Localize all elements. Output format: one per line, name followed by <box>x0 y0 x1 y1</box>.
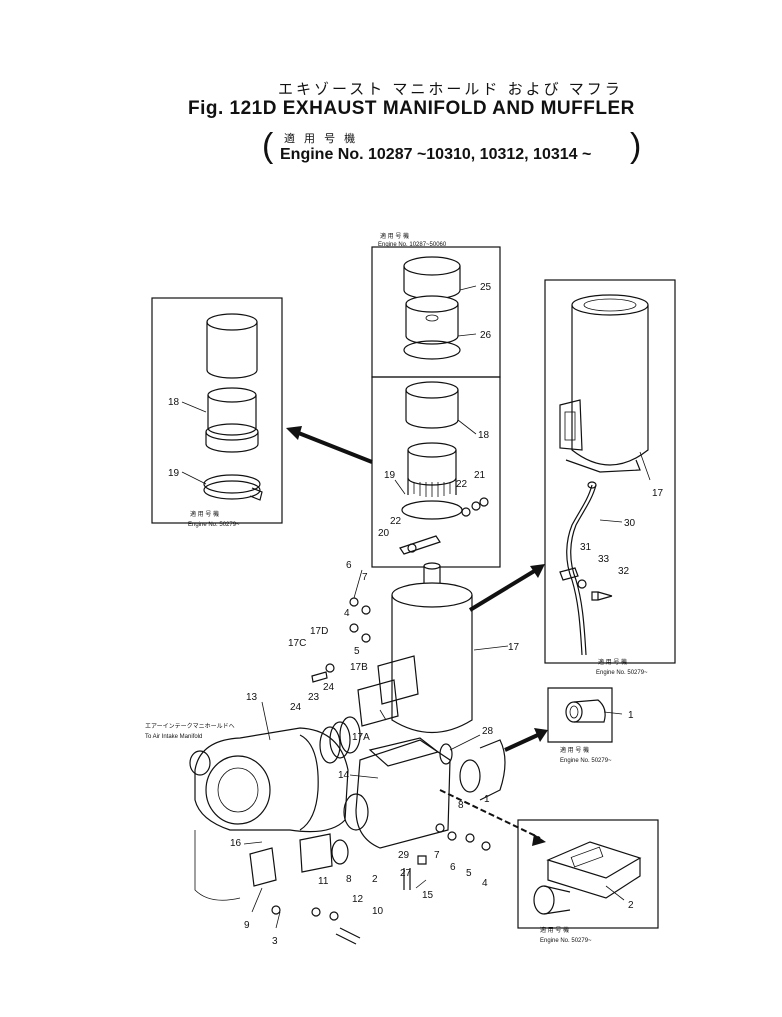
callout-3: 3 <box>272 936 278 947</box>
callout-16: 16 <box>230 838 242 849</box>
callout-29: 29 <box>398 850 410 861</box>
air-intake-note-en: To Air Intake Manifold <box>145 734 202 740</box>
callout-15: 15 <box>422 890 434 901</box>
inset-note-en: Engine No. 50279~ <box>540 938 592 944</box>
callout-14: 14 <box>338 770 350 781</box>
callout-17D: 17D <box>310 626 328 637</box>
inset-right: 適 用 号 機 Engine No. 50279~ <box>544 279 676 676</box>
exhaust-elbow <box>343 737 506 849</box>
inset-manifold: 適 用 号 機 Engine No. 50279~ <box>517 819 659 944</box>
callout-17B: 17B <box>350 662 368 673</box>
callout-17C: 17C <box>288 638 306 649</box>
inset-elbow: 適 用 号 機 Engine No. 50279~ <box>547 687 623 764</box>
callout-11: 11 <box>318 876 329 887</box>
paren-left: ( <box>262 127 274 165</box>
callout-31: 31 <box>580 542 592 553</box>
inset-note-en: Engine No. 50279~ <box>560 758 612 764</box>
inset-note-jp: 適 用 号 機 <box>380 232 409 240</box>
callout-1: 1 <box>628 710 634 721</box>
callout-12: 12 <box>352 894 364 905</box>
callout-17A: 17A <box>352 732 370 743</box>
callout-32: 32 <box>618 566 630 577</box>
callout-26: 26 <box>480 330 492 341</box>
paren-right: ) <box>630 127 642 165</box>
bolts-and-nuts <box>271 597 491 945</box>
callout-25: 25 <box>480 282 492 293</box>
callout-7: 7 <box>434 850 440 861</box>
callout-13: 13 <box>246 692 258 703</box>
callout-9: 9 <box>244 920 250 931</box>
japanese-title: エキゾースト マニホールド および マフラ <box>278 81 623 98</box>
callout-21: 21 <box>474 470 486 481</box>
leader-lines <box>243 569 509 929</box>
inset-note-en: Engine No. 50279~ <box>596 670 648 676</box>
callout-5: 5 <box>466 868 472 879</box>
arrow-to-right-inset <box>468 564 545 612</box>
main-muffler <box>391 562 473 734</box>
engine-serial-range: Engine No. 10287 ~10310, 10312, 10314 ~ <box>280 146 592 163</box>
inset-note-en: Engine No. 50279~ <box>188 522 240 528</box>
callout-5: 5 <box>354 646 360 657</box>
callout-8: 8 <box>458 800 464 811</box>
inset-note-jp: 適 用 号 機 <box>190 510 219 518</box>
callout-6: 6 <box>450 862 456 873</box>
callout-6: 6 <box>346 560 352 571</box>
callout-19: 19 <box>168 468 180 479</box>
arrow-to-elbow-inset <box>504 728 548 752</box>
callout-30: 30 <box>624 518 636 529</box>
inset-note-jp: 適 用 号 機 <box>598 658 627 666</box>
callout-20: 20 <box>378 528 390 539</box>
callout-18: 18 <box>478 430 490 441</box>
callout-17: 17 <box>652 488 664 499</box>
arrow-to-left-inset <box>286 426 373 464</box>
callout-24: 24 <box>323 682 335 693</box>
callout-28: 28 <box>482 726 494 737</box>
inset-note-jp: 適 用 号 機 <box>560 746 589 754</box>
serial-label-jp: 適 用 号 機 <box>284 133 359 145</box>
inset-note-en: Engine No. 10287~50060 <box>378 242 447 248</box>
callout-1: 1 <box>484 794 490 805</box>
callout-19: 19 <box>384 470 396 481</box>
callout-17: 17 <box>508 642 520 653</box>
callout-2: 2 <box>372 874 378 885</box>
callout-27: 27 <box>400 868 412 879</box>
callout-22: 22 <box>390 516 402 527</box>
inset-note-jp: 適 用 号 機 <box>540 926 569 934</box>
callout-7: 7 <box>362 572 368 583</box>
callout-33: 33 <box>598 554 610 565</box>
figure-title: Fig. 121D EXHAUST MANIFOLD AND MUFFLER <box>188 98 635 119</box>
callout-4: 4 <box>344 608 350 619</box>
callout-10: 10 <box>372 906 384 917</box>
callout-2: 2 <box>628 900 634 911</box>
air-intake-note-jp: エアーインテークマニホールドへ <box>145 723 235 730</box>
callout-8: 8 <box>346 874 352 885</box>
callout-22: 22 <box>456 479 468 490</box>
callout-18: 18 <box>168 397 180 408</box>
inset-top-center: 適 用 号 機 Engine No. 10287~50060 <box>371 232 501 378</box>
callout-23: 23 <box>308 692 320 703</box>
gaskets-and-rings <box>249 655 453 887</box>
arrow-to-manifold-inset <box>439 789 546 846</box>
callout-4: 4 <box>482 878 488 889</box>
turbocharger <box>189 727 349 901</box>
callout-24: 24 <box>290 702 302 713</box>
inset-left: 適 用 号 機 Engine No. 50279~ <box>151 297 283 528</box>
